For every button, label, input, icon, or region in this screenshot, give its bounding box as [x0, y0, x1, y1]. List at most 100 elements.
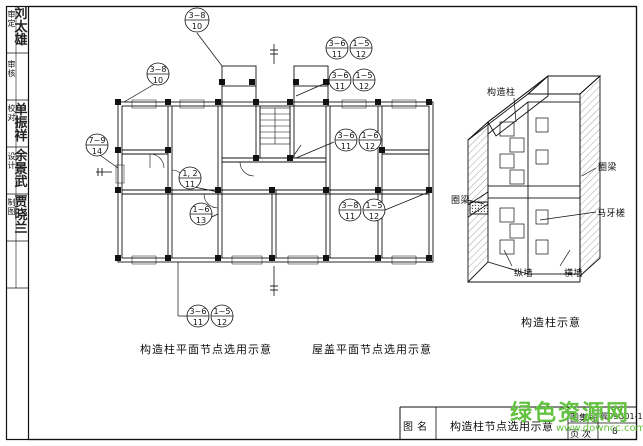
detail-bubble-bottom: 13 — [196, 216, 206, 225]
detail-bubble-pair-b-bottom: 12 — [356, 50, 366, 59]
detail-bubble-pair-a-top: 3~6 — [332, 71, 349, 80]
detail-bubble-pair-b: 1~512 — [349, 36, 373, 60]
detail-bubble-top: 3~8 — [150, 65, 167, 74]
column-marker — [165, 147, 171, 153]
iso-label-column: 构造柱 — [487, 88, 516, 98]
column-marker — [115, 255, 121, 261]
iso-label-cross-wall: 横墙 — [564, 269, 584, 279]
detail-bubble-pair-a: 3~811 — [338, 198, 362, 222]
column-marker — [253, 99, 259, 105]
detail-bubble-pair-a-top: 3~6 — [329, 39, 346, 48]
title-block-page-value: 8 — [612, 427, 618, 437]
detail-bubble-top: 3~8 — [189, 11, 206, 20]
detail-bubble-bottom: 14 — [92, 147, 102, 156]
detail-bubble-pair-b-bottom: 12 — [365, 142, 375, 151]
column-marker — [115, 99, 121, 105]
detail-bubble-pair-a-bottom: 11 — [332, 50, 342, 59]
detail-bubble-pair-b-bottom: 12 — [369, 212, 379, 221]
sidebar-name-2: 单振祥 — [14, 103, 28, 144]
detail-bubble-pair-b: 1~512 — [362, 198, 386, 222]
detail-bubble-pair-b-top: 1~5 — [356, 71, 373, 80]
detail-bubble-pair-a: 3~611 — [328, 68, 352, 92]
column-marker — [375, 99, 381, 105]
column-marker — [115, 187, 121, 193]
detail-bubble-pair-b-top: 1~5 — [353, 39, 370, 48]
detail-bubble-pair-a-bottom: 11 — [335, 82, 345, 91]
left-plan-caption: 构造柱平面节点选用示意 — [140, 343, 272, 356]
detail-bubble-pair-a-bottom: 11 — [193, 318, 203, 327]
detail-bubble: 7~914 — [85, 133, 109, 157]
column-marker — [323, 79, 329, 85]
detail-bubble: 1~613 — [189, 202, 213, 226]
column-marker — [287, 99, 293, 105]
column-marker — [269, 187, 275, 193]
column-marker — [426, 255, 432, 261]
detail-bubble-pair-b: 1~512 — [352, 68, 376, 92]
column-marker — [215, 187, 221, 193]
watermark-url: www.downcc.com — [556, 423, 643, 434]
detail-bubble: 3~810 — [146, 62, 170, 86]
detail-bubble-pair-b: 1~512 — [210, 304, 234, 328]
column-marker — [379, 147, 385, 153]
column-marker — [375, 255, 381, 261]
column-marker — [165, 187, 171, 193]
column-marker — [426, 187, 432, 193]
detail-bubble-pair-b-bottom: 12 — [217, 318, 227, 327]
iso-caption: 构造柱示意 — [521, 316, 581, 329]
detail-bubble-pair-b-top: 1~6 — [362, 131, 379, 140]
column-marker — [426, 99, 432, 105]
column-marker — [115, 147, 121, 153]
inner-border — [27, 5, 638, 441]
sidebar-role-3: 设计 — [7, 152, 16, 170]
column-floor-plan — [96, 44, 434, 296]
detail-bubble-bottom: 11 — [185, 180, 195, 189]
outer-border — [5, 5, 638, 441]
column-marker — [215, 255, 221, 261]
sidebar-role-1: 审核 — [7, 60, 16, 78]
column-marker — [165, 255, 171, 261]
detail-bubble-pair-a: 3~611 — [186, 304, 210, 328]
iso-label-toothed: 马牙槎 — [597, 209, 626, 219]
column-marker — [215, 99, 221, 105]
detail-bubble-pair-a-bottom: 11 — [345, 212, 355, 221]
detail-bubble-top: 1, 2 — [182, 169, 197, 178]
iso-label-long-wall: 纵墙 — [514, 269, 534, 279]
title-block-fig-label: 图 名 — [403, 422, 428, 433]
detail-bubble-pair-b-top: 1~5 — [214, 307, 231, 316]
sidebar-role-0: 审定 — [7, 10, 16, 28]
column-marker — [269, 255, 275, 261]
column-marker — [293, 79, 299, 85]
detail-bubble-pair-b-top: 1~5 — [366, 201, 383, 210]
sidebar-name-4: 贾晓兰 — [14, 195, 28, 236]
column-marker — [323, 187, 329, 193]
right-plan-caption: 屋盖平面节点选用示意 — [312, 343, 432, 356]
detail-bubble-top: 7~9 — [89, 136, 106, 145]
column-marker — [323, 99, 329, 105]
detail-bubble-top: 1~6 — [193, 205, 210, 214]
sidebar-role-4: 制图 — [7, 198, 16, 216]
title-block-title: 构造柱节点选用示意 — [450, 420, 554, 433]
watermark-text: 绿色资源网 — [510, 401, 631, 426]
column-marker — [375, 187, 381, 193]
title-block-atlas-label: 图集号 — [570, 414, 598, 424]
detail-bubble-pair-a: 3~611 — [325, 36, 349, 60]
title-block-atlas-value: 冀09G01-1 — [600, 412, 643, 421]
detail-bubble-pair-a-bottom: 11 — [341, 142, 351, 151]
sidebar-name-0: 刘太雄 — [14, 7, 28, 48]
detail-bubble: 1, 2 11 — [178, 166, 202, 190]
column-marker — [219, 79, 225, 85]
column-isometric-sketch — [467, 74, 602, 284]
detail-bubble-pair-a-top: 3~6 — [338, 131, 355, 140]
detail-bubble-pair-a: 3~611 — [334, 128, 358, 152]
detail-bubble-pair-a-top: 3~8 — [342, 201, 359, 210]
sidebar-name-3: 余景武 — [14, 149, 28, 190]
detail-bubble-bottom: 10 — [192, 22, 202, 31]
column-marker — [249, 79, 255, 85]
detail-bubble-pair-b-bottom: 12 — [359, 82, 369, 91]
column-markers — [115, 79, 432, 261]
detail-bubble-pair-a-top: 3~6 — [190, 307, 207, 316]
detail-bubble-bottom: 10 — [153, 76, 163, 85]
